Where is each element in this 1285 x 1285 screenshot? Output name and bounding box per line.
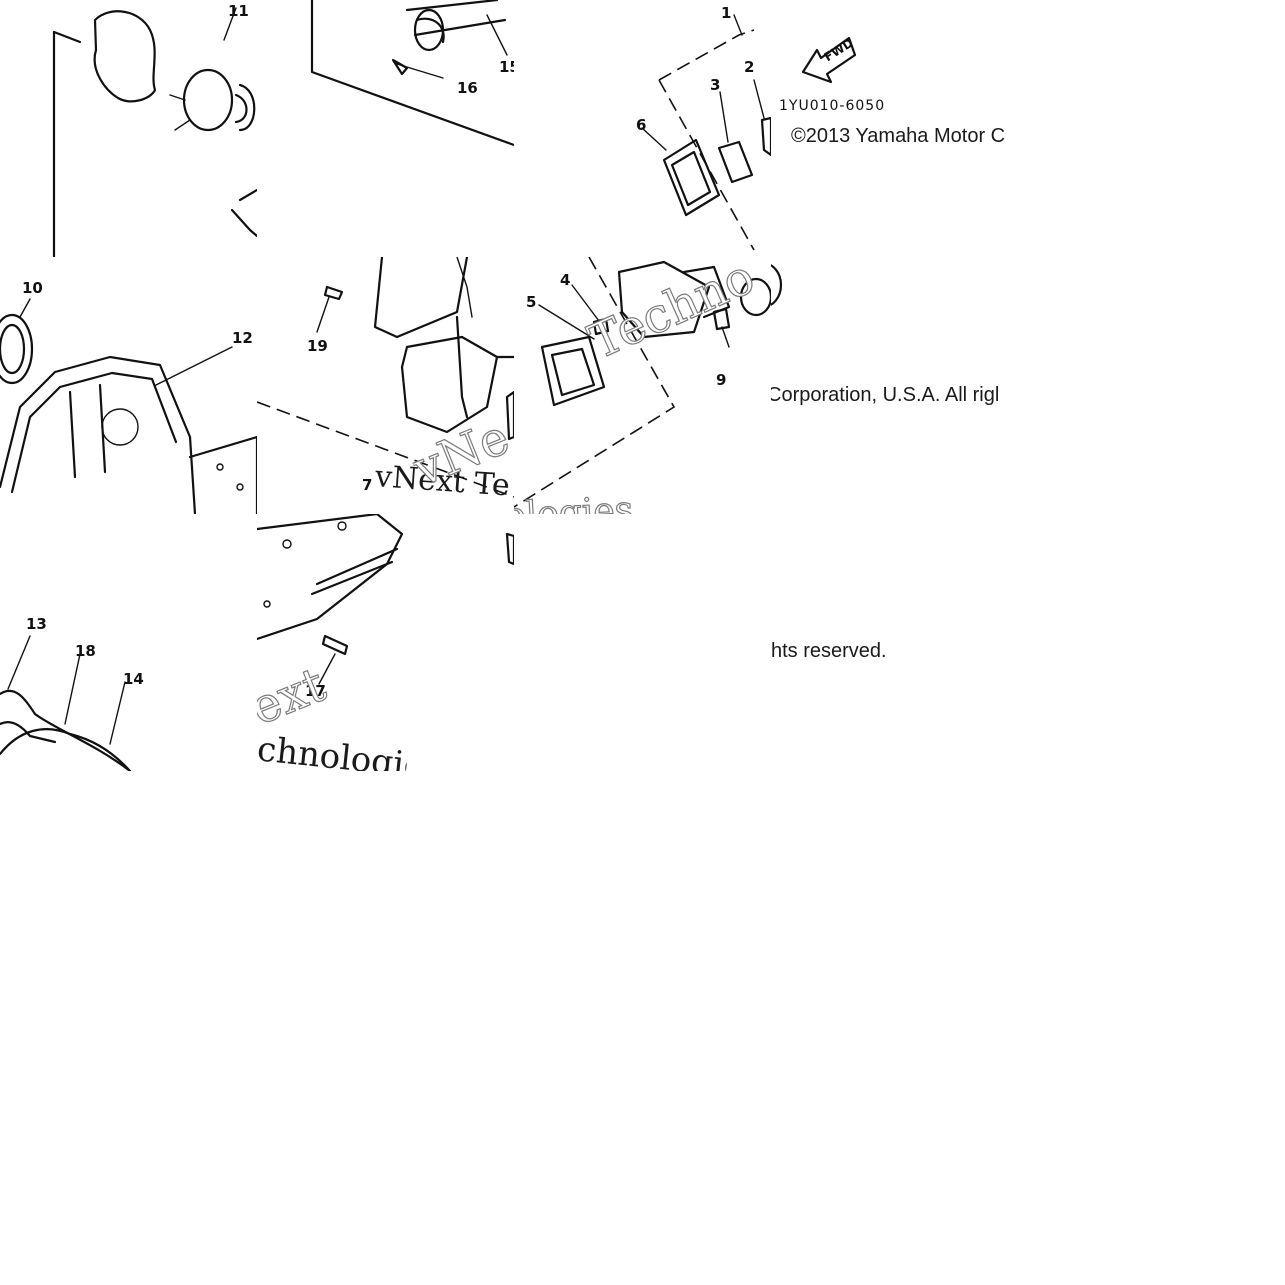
filter-drawing: [0, 635, 132, 771]
diagram-tile-r0c0: 11: [0, 0, 257, 257]
diagram-tile-r2c0: 13 18 14: [0, 514, 257, 771]
callout-12: 12: [232, 329, 253, 347]
callout-19: 19: [307, 337, 328, 355]
diagram-tile-r0c1: 15 16: [257, 0, 514, 257]
fwd-arrow-drawing: [801, 36, 857, 84]
duct-drawing: [257, 257, 514, 498]
diagram-tile-r2c1: 17 ext chnologic: [257, 514, 514, 771]
callout-9: 9: [716, 371, 727, 389]
copyright-line-2: Corporation, U.S.A. All rigl: [771, 385, 1000, 405]
callout-7: 7: [362, 476, 373, 494]
callout-16: 16: [457, 79, 478, 97]
diagram-tile-r1c1: 19 vNext Te vNe 7: [257, 257, 514, 514]
callout-5: 5: [526, 293, 537, 311]
callout-11: 11: [228, 2, 249, 20]
copyright-line-3: hts reserved.: [771, 641, 887, 661]
diagram-tile-r1c0: 10 12: [0, 257, 257, 514]
callout-14: 14: [123, 670, 144, 688]
diagram-tile-r1c3: 8 Corporation, U.S.A. All rigl: [771, 257, 1028, 514]
air-box-drawing: [0, 298, 257, 514]
diagram-tile-r0c3: FWD 1YU010-6050 ©2013 Yamaha Motor C: [771, 0, 1028, 257]
callout-6: 6: [636, 116, 647, 134]
cover-plate-drawing: [257, 514, 514, 685]
callout-1: 1: [721, 4, 732, 22]
callout-17: 17: [305, 682, 326, 700]
diagram-tile-r0c2: 1 2 3 6: [514, 0, 771, 257]
manifold-drawing: [514, 257, 771, 508]
part-code: 1YU010-6050: [779, 98, 886, 114]
callout-15: 15: [499, 58, 514, 76]
callout-18: 18: [75, 642, 96, 660]
cover-drawing: [52, 7, 257, 257]
clamp-drawing: [771, 264, 783, 306]
callout-4: 4: [560, 271, 571, 289]
callout-2: 2: [744, 58, 755, 76]
diagram-tile-r1c2: 4 5 9 Techno ologies: [514, 257, 771, 514]
reed-valve-drawing: [641, 14, 771, 251]
copyright-line-1: ©2013 Yamaha Motor C: [791, 126, 1006, 146]
intake-pipe-drawing: [310, 0, 514, 147]
callout-3: 3: [710, 76, 721, 94]
callout-13: 13: [26, 615, 47, 633]
diagram-tile-r2c3: hts reserved.: [771, 514, 1028, 771]
callout-10: 10: [22, 279, 43, 297]
